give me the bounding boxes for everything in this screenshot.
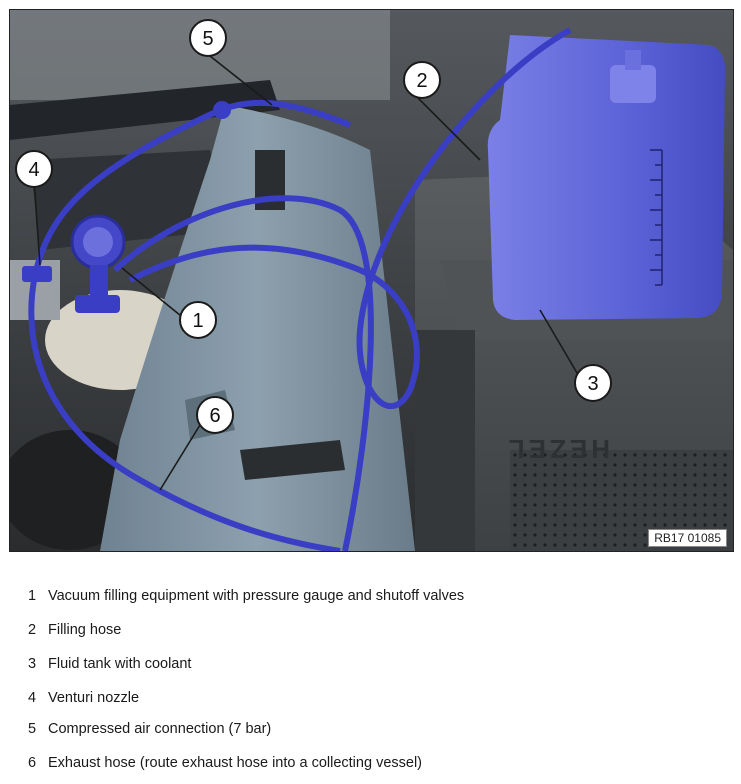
- legend-item: 6 Exhaust hose (route exhaust hose into a…: [28, 755, 422, 775]
- air-supply-hose: [32, 99, 352, 276]
- legend-text: Fluid tank with coolant: [48, 656, 192, 672]
- figure-reference: RB17 01085: [648, 529, 727, 547]
- legend-item: 1 Vacuum filling equipment with pressure …: [28, 588, 464, 608]
- coolant-filling-scene: HEZEL: [10, 10, 733, 551]
- legend-number: 3: [28, 656, 37, 672]
- filling-hose: [128, 27, 572, 409]
- illustration-photo: HEZEL: [9, 9, 734, 552]
- callout-1: 1: [179, 301, 217, 339]
- callout-3: 3: [574, 364, 612, 402]
- engine-component: [10, 80, 280, 140]
- venturi-nozzle: [22, 266, 52, 282]
- legend-text: Venturi nozzle: [48, 690, 140, 706]
- legend-number: 6: [28, 755, 37, 771]
- svg-text:3: 3: [587, 373, 598, 395]
- tank-spout: [625, 50, 641, 70]
- svg-text:5: 5: [202, 28, 213, 50]
- legend-number: 2: [28, 622, 37, 638]
- callout-leaders: [33, 55, 581, 491]
- crate-side: [415, 330, 475, 551]
- svg-text:HEZEL: HEZEL: [505, 434, 610, 464]
- tank-scale: [650, 149, 663, 286]
- cover-strap: [240, 440, 345, 480]
- svg-text:6: 6: [209, 405, 220, 427]
- legend-text: Filling hose: [48, 622, 122, 638]
- legend-text: Exhaust hose (route exhaust hose into a …: [48, 755, 422, 771]
- fender-cover: [100, 105, 415, 551]
- svg-text:4: 4: [28, 159, 39, 181]
- legend-text: Compressed air connection (7 bar): [48, 721, 272, 737]
- crate-brand-mark: HEZEL: [505, 434, 610, 464]
- legend-item: 5 Compressed air connection (7 bar): [28, 721, 271, 741]
- legend-number: 5: [28, 721, 37, 737]
- legend-number: 1: [28, 588, 37, 604]
- svg-text:2: 2: [416, 70, 427, 92]
- legend-item: 4 Venturi nozzle: [28, 690, 139, 710]
- fluid-tank: [487, 35, 725, 320]
- callout-6: 6: [196, 396, 234, 434]
- exhaust-hose: [28, 274, 341, 551]
- legend-text: Vacuum filling equipment with pressure g…: [48, 588, 465, 604]
- connecting-hose: [112, 195, 374, 551]
- callout-4: 4: [15, 150, 53, 188]
- legend-item: 2 Filling hose: [28, 622, 121, 642]
- vacuum-filling-equipment: [70, 214, 126, 313]
- callout-5: 5: [189, 19, 227, 57]
- legend-number: 4: [28, 690, 37, 706]
- air-connection: [213, 101, 231, 119]
- legend-item: 3 Fluid tank with coolant: [28, 656, 191, 676]
- tank-cap: [610, 65, 656, 103]
- svg-text:1: 1: [192, 310, 203, 332]
- callout-2: 2: [403, 61, 441, 99]
